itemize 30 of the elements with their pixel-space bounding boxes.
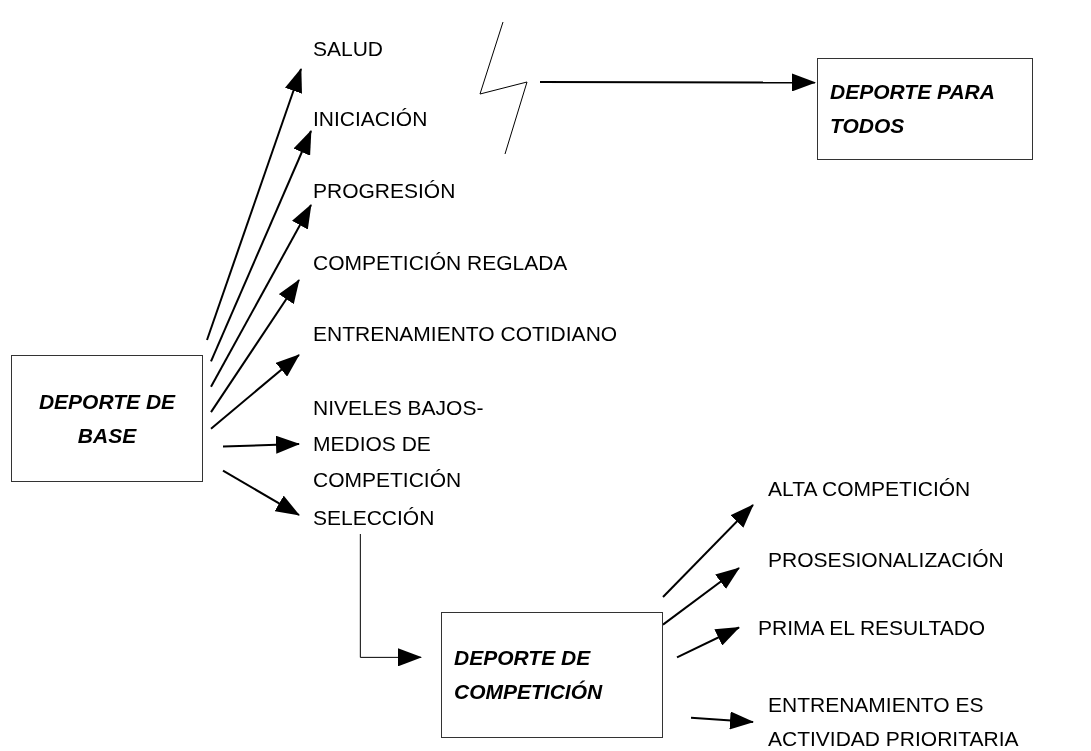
item-label: ENTRENAMIENTO ES ACTIVIDAD PRIORITARIA [768, 688, 1058, 751]
item-label: PROSESIONALIZACIÓN [768, 547, 1004, 572]
box-title: DEPORTE DE COMPETICIÓN [454, 645, 604, 705]
process-box [817, 58, 1033, 160]
item-label: PROGRESIÓN [313, 178, 456, 203]
arrow [222, 435, 300, 454]
process-box [441, 612, 663, 738]
item-label: INICIACIÓN [313, 106, 428, 131]
arrow [539, 73, 816, 92]
box-title: DEPORTE PARA TODOS [830, 79, 996, 139]
item-label: ALTA COMPETICIÓN [768, 476, 971, 501]
arrow [210, 354, 300, 430]
item-label: SALUD [313, 36, 384, 61]
item-label: SELECCIÓN [313, 505, 435, 530]
arrow [206, 68, 302, 341]
arrow [690, 711, 754, 730]
arrow [210, 279, 300, 414]
item-label: NIVELES BAJOS-MEDIOS DE COMPETICIÓN [313, 390, 563, 498]
process-box [11, 355, 203, 482]
arrow [359, 533, 422, 667]
item-label: PRIMA EL RESULTADO [758, 615, 986, 640]
arrow [662, 567, 740, 626]
item-label: COMPETICIÓN REGLADA [313, 250, 568, 275]
arrow [210, 130, 312, 363]
arrow [222, 469, 300, 516]
arrow [676, 626, 740, 659]
item-label: ENTRENAMIENTO COTIDIANO [313, 321, 618, 346]
box-title: DEPORTE DE BASE [37, 388, 177, 449]
arrow [662, 504, 754, 598]
arrow [210, 204, 312, 388]
